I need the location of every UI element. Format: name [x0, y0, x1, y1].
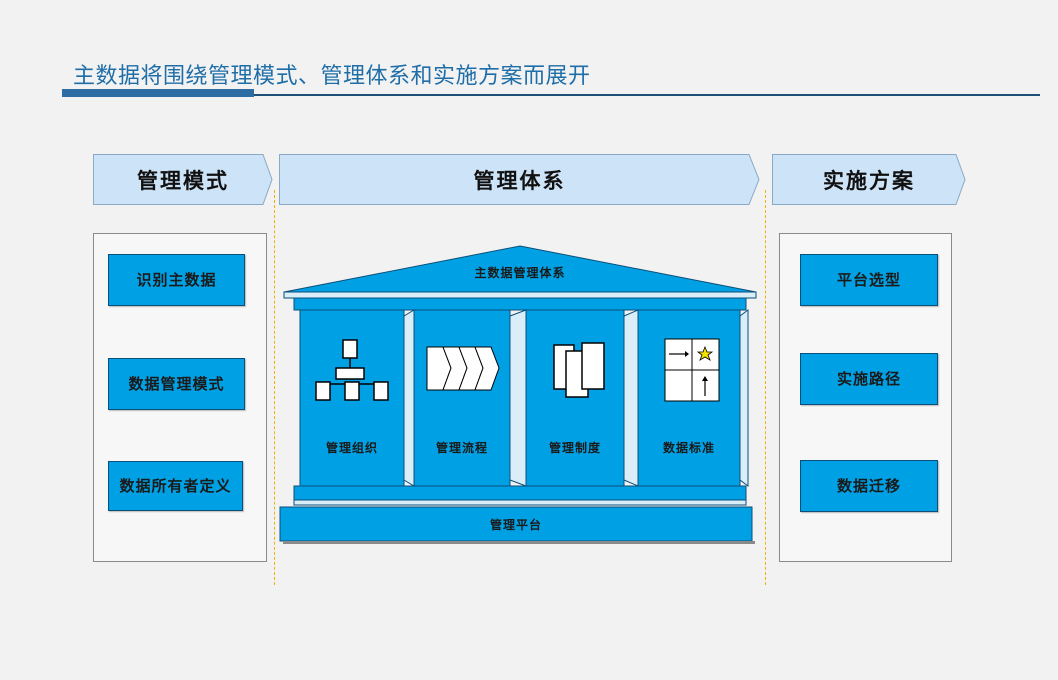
title-accent-bar — [62, 89, 254, 97]
temple-step-2 — [293, 499, 747, 506]
pillar-label-data-standard: 数据标准 — [662, 441, 715, 455]
separator-right — [765, 190, 766, 585]
header-management-system: 管理体系 — [279, 154, 760, 205]
pillar-label-management-organization: 管理组织 — [325, 441, 378, 455]
temple-roof-beam — [283, 291, 757, 299]
left-item-identify-master-data: 识别主数据 — [108, 254, 245, 306]
base-label: 管理平台 — [489, 518, 542, 532]
pillar-label-management-regulation: 管理制度 — [548, 441, 601, 455]
roof-label: 主数据管理体系 — [474, 266, 566, 280]
pillar-label-management-process: 管理流程 — [435, 441, 488, 455]
header-management-mode: 管理模式 — [93, 154, 273, 205]
page-title: 主数据将围绕管理模式、管理体系和实施方案而展开 — [73, 64, 591, 89]
right-item-platform-selection: 平台选型 — [800, 254, 938, 306]
right-item-implementation-path: 实施路径 — [800, 353, 938, 405]
temple-diagram: 主数据管理体系 — [278, 240, 762, 550]
temple-step-1 — [293, 485, 747, 501]
right-item-data-migration: 数据迁移 — [800, 460, 938, 512]
left-item-data-management-mode: 数据管理模式 — [108, 358, 245, 410]
title-underline — [254, 94, 1040, 96]
header-label: 管理体系 — [473, 167, 566, 193]
header-label: 管理模式 — [137, 167, 229, 193]
temple-base — [279, 506, 753, 542]
temple-entablature — [293, 297, 747, 311]
left-item-data-owner-definition: 数据所有者定义 — [108, 461, 243, 511]
header-implementation-plan: 实施方案 — [772, 154, 966, 205]
header-label: 实施方案 — [823, 167, 915, 193]
separator-left — [274, 190, 275, 585]
